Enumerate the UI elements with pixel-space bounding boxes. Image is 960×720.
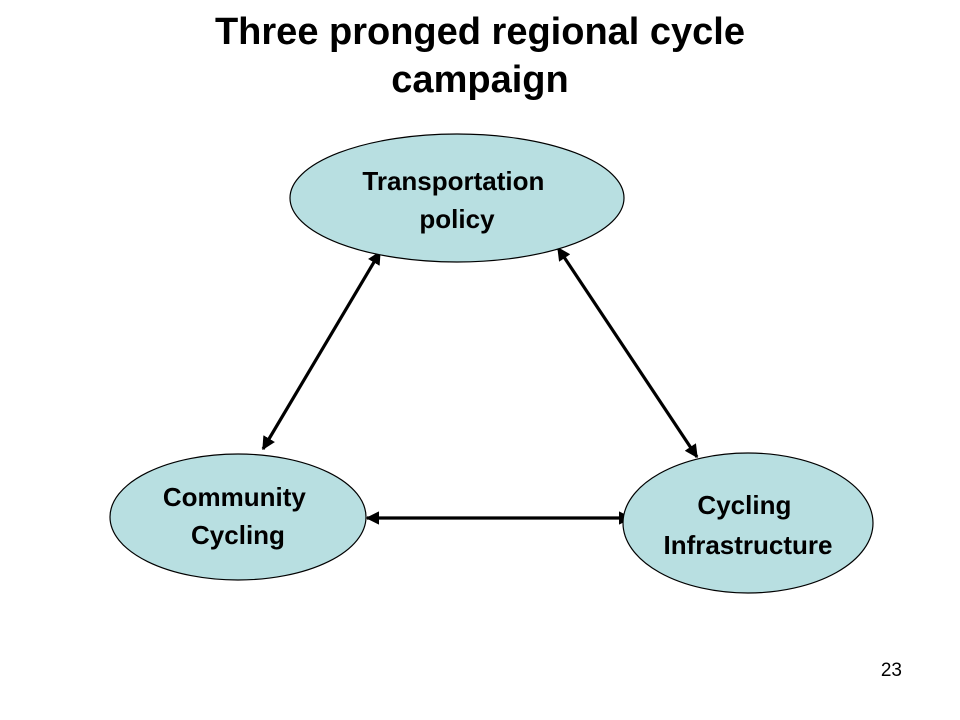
node-community-cycling: Community Cycling: [109, 453, 367, 581]
node-transportation-policy-shape: [289, 133, 625, 263]
node-cycling-infrastructure-shape: [622, 452, 874, 594]
node-cycling-infrastructure: Cycling Infrastructure: [622, 452, 874, 594]
node-transportation-policy: Transportation policy: [289, 133, 625, 263]
node-community-cycling-line-2: Cycling: [191, 520, 285, 550]
node-community-cycling-shape: [109, 453, 367, 581]
svg-text:Cycling Infrastructure: Cycling Infrastructure: [663, 490, 832, 560]
slide-title: Three pronged regional cycle campaign: [130, 8, 830, 104]
node-cycling-infrastructure-line-2: Infrastructure: [663, 530, 832, 560]
svg-text:Transportation policy: Transportation policy: [362, 166, 551, 234]
svg-text:Community Cycling: Community Cycling: [163, 482, 313, 550]
node-transportation-policy-line-1: Transportation: [362, 166, 544, 196]
arrow-policy-infrastructure: [556, 246, 699, 459]
slide-title-line-2: campaign: [391, 59, 569, 101]
node-cycling-infrastructure-line-1: Cycling: [697, 490, 791, 520]
page-number: 23: [880, 660, 902, 681]
slide-title-line-1: Three pronged regional cycle: [214, 11, 746, 53]
node-transportation-policy-line-2: policy: [419, 204, 495, 234]
node-community-cycling-line-1: Community: [163, 482, 307, 512]
arrow-policy-community: [261, 250, 382, 451]
